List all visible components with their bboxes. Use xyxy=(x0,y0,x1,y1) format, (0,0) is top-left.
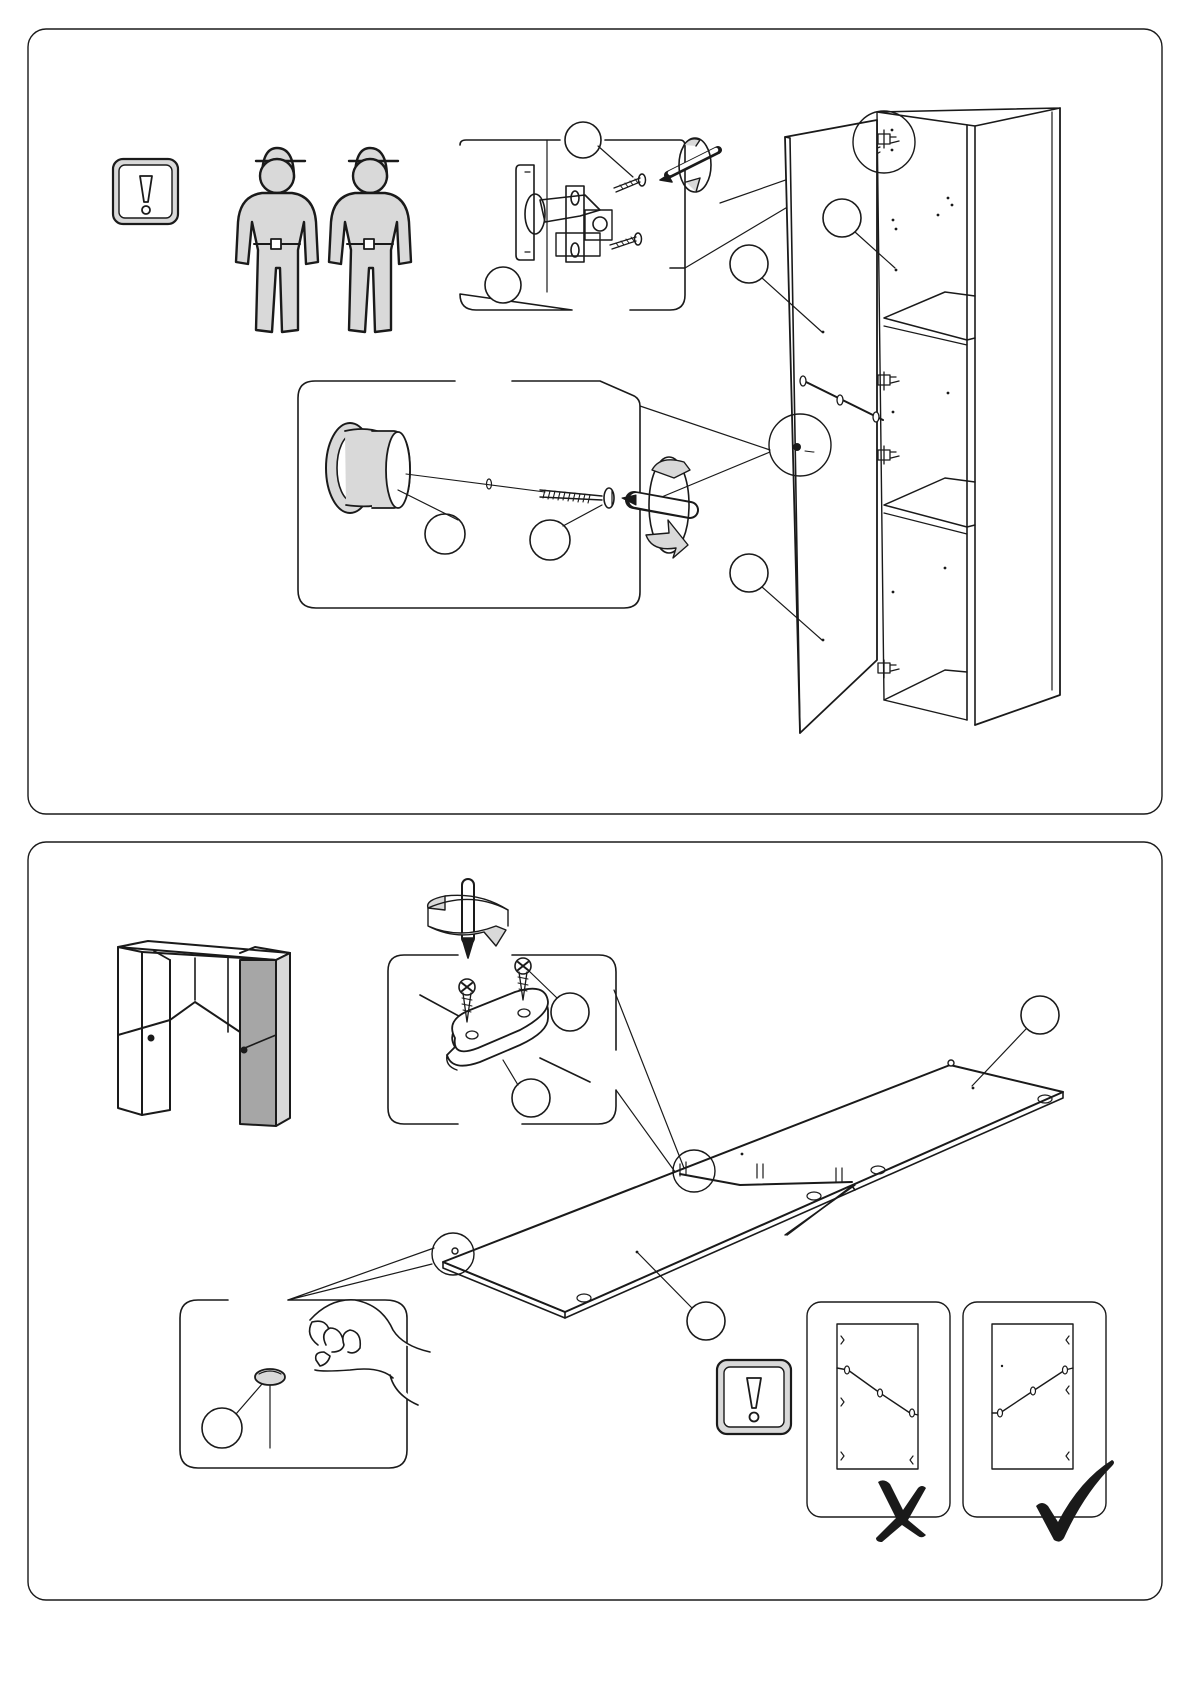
connector-plate-icon xyxy=(447,989,548,1070)
part-label-circle xyxy=(551,993,589,1031)
part-label-circle xyxy=(687,1302,725,1340)
exclamation-mark-icon xyxy=(113,159,178,224)
cap-detail-callout xyxy=(180,1248,434,1468)
hinge-detail-callout xyxy=(460,122,718,310)
connector-plate-callout xyxy=(388,885,684,1176)
step-panel-top xyxy=(28,29,1162,814)
part-label-circle xyxy=(823,199,861,237)
check-mark-icon xyxy=(1036,1460,1114,1542)
step-panel-bottom xyxy=(28,842,1162,1600)
correct-orientation xyxy=(963,1302,1114,1542)
knob-detail-callout xyxy=(298,381,770,608)
screwdriver-icon xyxy=(622,495,690,510)
tall-cabinet xyxy=(785,108,1060,733)
wrong-orientation xyxy=(807,1302,950,1542)
part-label-circle xyxy=(730,245,768,283)
knob-icon xyxy=(326,423,410,513)
cover-cap-icon xyxy=(255,1369,285,1448)
cross-mark-icon xyxy=(876,1480,926,1542)
person-right xyxy=(329,148,411,332)
cabinet-overview xyxy=(118,941,290,1126)
part-label-circle xyxy=(425,514,465,554)
part-label-circle xyxy=(730,554,768,592)
hand-icon xyxy=(310,1300,430,1405)
part-label-circle xyxy=(1021,996,1059,1034)
door-panel-assembly xyxy=(432,996,1063,1340)
screw-icon xyxy=(610,174,646,249)
exclamation-mark-icon xyxy=(717,1360,791,1434)
part-label-circle xyxy=(485,267,521,303)
part-label-circle xyxy=(565,122,601,158)
person-left xyxy=(236,148,318,332)
screw-icon xyxy=(540,488,614,508)
two-person-icon xyxy=(236,148,411,332)
